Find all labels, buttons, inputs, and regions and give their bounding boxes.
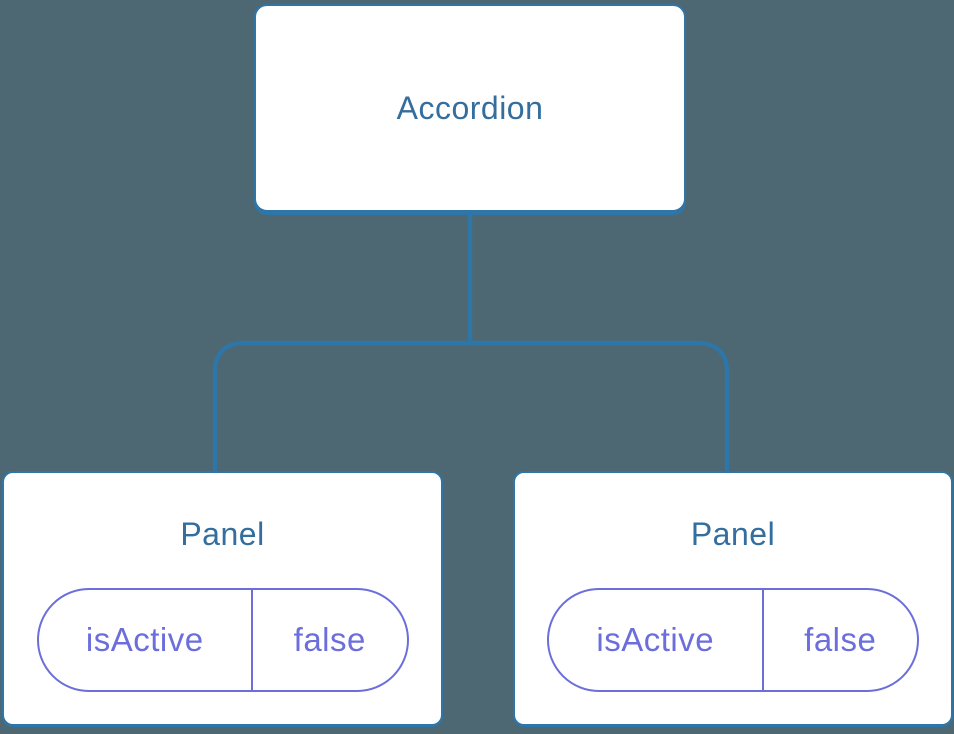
panel-node-card-right: Panel isActive false xyxy=(513,471,953,726)
state-key: isActive xyxy=(549,590,764,690)
state-key: isActive xyxy=(39,590,254,690)
node-label: Accordion xyxy=(396,90,544,126)
state-pill: isActive false xyxy=(36,588,409,692)
accordion-node-card: Accordion xyxy=(254,4,686,212)
panel-node-card-left: Panel isActive false xyxy=(2,471,443,726)
state-value: false xyxy=(804,621,877,658)
node-label: Panel xyxy=(180,516,265,552)
state-value: false xyxy=(293,621,366,658)
branch-bracket-line xyxy=(212,340,730,471)
state-pill: isActive false xyxy=(547,588,919,692)
node-label: Panel xyxy=(690,516,776,552)
